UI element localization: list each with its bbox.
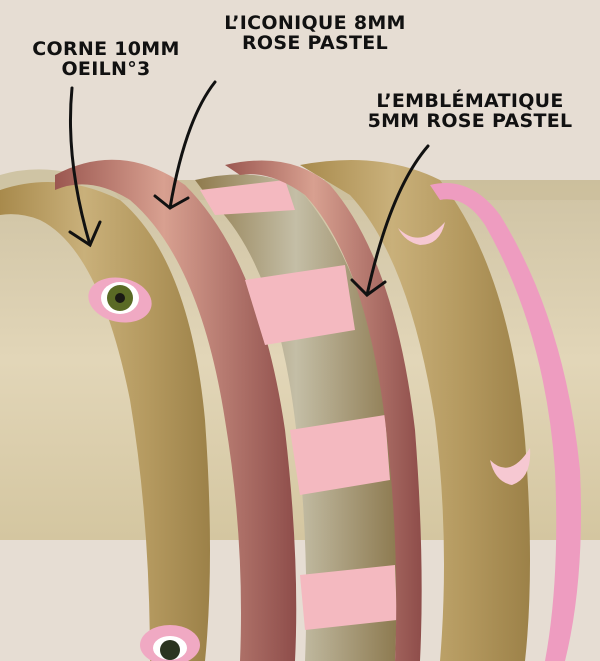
pink-stripe bbox=[245, 265, 355, 345]
label-corne-line2: OEILN°3 bbox=[61, 57, 151, 80]
pink-stripe bbox=[300, 565, 397, 630]
bangle-horn-eye bbox=[0, 179, 210, 661]
label-emblematique-line2: 5MM ROSE PASTEL bbox=[367, 109, 573, 132]
pink-stripe bbox=[200, 180, 295, 215]
bangle-rose-glitter-8mm bbox=[55, 159, 297, 661]
bangle-horn-crescent bbox=[300, 160, 530, 661]
label-iconique-8mm: L’ICONIQUE 8MM ROSE PASTEL bbox=[215, 12, 415, 54]
label-corne-line1: CORNE 10MM bbox=[32, 38, 180, 60]
label-iconique-line1: L’ICONIQUE 8MM bbox=[224, 12, 406, 34]
label-emblematique-5mm: L’EMBLÉMATIQUE 5MM ROSE PASTEL bbox=[365, 90, 575, 132]
pink-stripe bbox=[290, 415, 390, 495]
arrow-corne bbox=[68, 86, 92, 247]
label-corne-10mm: CORNE 10MM OEILN°3 bbox=[22, 38, 190, 80]
label-iconique-line2: ROSE PASTEL bbox=[242, 31, 388, 54]
bangle-pink-thin bbox=[430, 183, 581, 661]
crescent-motif bbox=[490, 448, 531, 485]
arrows bbox=[68, 80, 430, 297]
bangle-rose-glitter-5mm bbox=[225, 160, 422, 661]
label-emblematique-line1: L’EMBLÉMATIQUE bbox=[376, 90, 564, 112]
arrow-emblematique bbox=[365, 144, 430, 297]
arrow-iconique bbox=[168, 80, 217, 210]
crescent-motif bbox=[398, 222, 445, 245]
